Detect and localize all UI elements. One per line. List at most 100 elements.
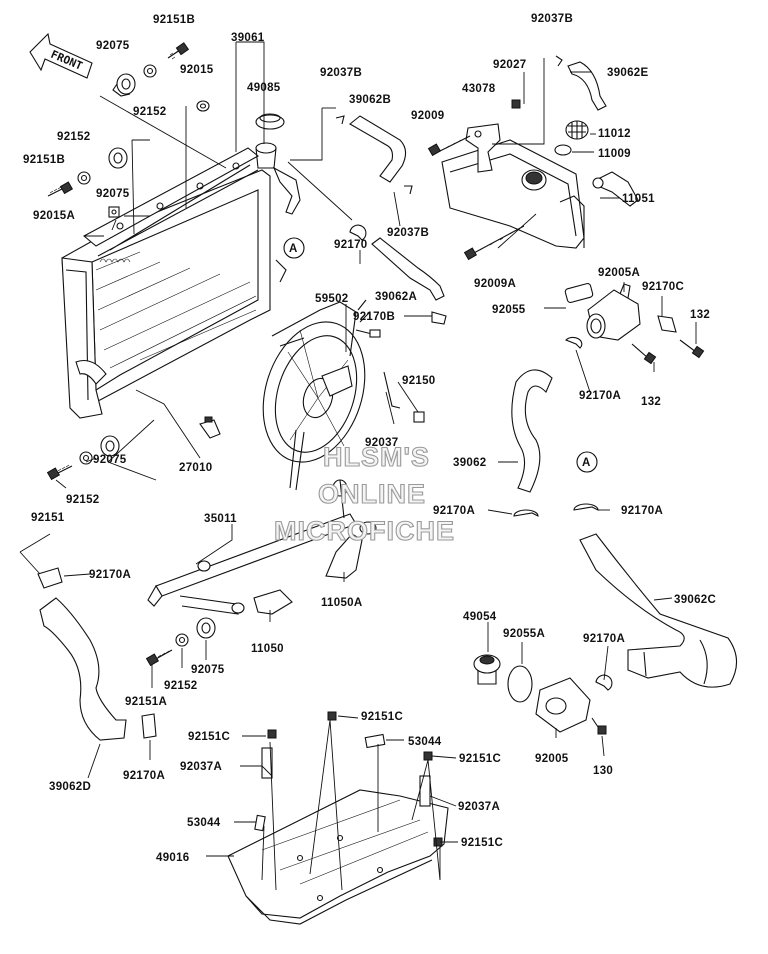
reservoir-tank-icon <box>441 123 585 249</box>
part-label: 92037B <box>531 13 573 25</box>
part-label: 92075 <box>96 188 130 200</box>
part-label: 92170A <box>621 505 663 517</box>
part-label: 39062C <box>674 594 716 606</box>
part-label: 39062B <box>349 94 391 106</box>
part-label: 92151C <box>461 837 503 849</box>
grommet-icon <box>196 617 216 639</box>
collar-icon <box>143 64 157 78</box>
bolt-icon <box>47 181 74 197</box>
part-label: 49085 <box>247 82 281 94</box>
grommet-icon <box>100 435 120 457</box>
hose-icon <box>39 597 127 741</box>
bolt-icon <box>463 225 525 261</box>
part-label: 35011 <box>204 513 237 525</box>
part-label: 11051 <box>622 193 655 205</box>
watermark-line: HLSM'S <box>323 442 430 472</box>
part-label: 92151B <box>23 154 65 166</box>
part-label: 39062A <box>375 291 417 303</box>
part-label: 92037B <box>387 227 429 239</box>
part-label: 11050A <box>321 597 362 609</box>
part-label: 92170 <box>334 239 367 251</box>
part-label: 92037 <box>365 437 398 449</box>
part-label: 92075 <box>191 664 225 676</box>
thermostat-icon <box>473 654 501 685</box>
part-label: 27010 <box>179 462 212 474</box>
hose-icon <box>567 61 607 111</box>
part-label: 92037A <box>458 801 500 813</box>
grommet-icon <box>108 147 128 169</box>
part-label: 92075 <box>93 454 127 466</box>
part-label: 53044 <box>408 736 442 748</box>
part-label: 92075 <box>96 40 130 52</box>
part-label: 92151 <box>31 512 65 524</box>
leader-lines <box>55 41 697 891</box>
part-label: 92015A <box>33 210 75 222</box>
hose-icon <box>371 237 445 301</box>
watermark: HLSM'S ONLINE MICROFICHE <box>273 441 454 546</box>
part-label: 49016 <box>156 852 189 864</box>
bolt-icon <box>631 343 657 365</box>
part-label: 11050 <box>251 643 284 655</box>
gasket-icon <box>564 282 594 304</box>
part-label: 92170A <box>123 770 165 782</box>
part-label: 92151A <box>125 696 167 708</box>
watermark-line: ONLINE <box>318 479 426 509</box>
part-label: 39062 <box>453 457 486 469</box>
part-labels: 92151B 39061 92075 92015 49085 92152 920… <box>23 13 716 864</box>
part-label: 92037B <box>320 67 362 79</box>
part-label: 92170A <box>89 569 131 581</box>
reservoir-cap-icon <box>565 120 589 140</box>
nut-icon <box>511 99 521 109</box>
ref-marker-icon <box>283 237 305 259</box>
ref-marker-label: A <box>582 457 591 469</box>
ref-marker-icon <box>576 451 598 473</box>
part-label: 59502 <box>315 293 348 305</box>
gasket-icon <box>554 144 572 156</box>
part-label: 92037A <box>180 761 222 773</box>
bracket-icon <box>325 533 363 579</box>
collar-icon <box>175 633 189 647</box>
part-label: 92151C <box>188 731 230 743</box>
part-label: 92055A <box>503 628 545 640</box>
part-label: 92005 <box>535 753 569 765</box>
part-label: 132 <box>690 309 710 321</box>
part-label: 92170C <box>642 281 684 293</box>
fan-icon <box>262 299 371 491</box>
part-label: 92151C <box>459 753 501 765</box>
part-label: 92027 <box>493 59 526 71</box>
part-label: 53044 <box>187 817 221 829</box>
part-label: 11009 <box>598 148 631 160</box>
part-label: 92151B <box>153 14 195 26</box>
collar-icon <box>77 171 91 185</box>
guard-icon <box>227 789 449 925</box>
thermostat-housing-icon <box>535 677 591 733</box>
grommet-icon <box>112 73 136 97</box>
part-label: 92009A <box>474 278 516 290</box>
part-label: 11012 <box>598 128 631 140</box>
radiator-cap-icon <box>255 113 285 130</box>
bolt-icon <box>679 339 705 359</box>
hose-icon <box>579 533 738 688</box>
bolt-icon <box>167 42 190 60</box>
bolt-icon <box>145 649 173 667</box>
bolt-icon <box>427 135 471 157</box>
part-label: 92152 <box>133 106 166 118</box>
part-label: 92151C <box>361 711 403 723</box>
part-label: 49054 <box>463 611 497 623</box>
front-arrow-icon: FRONT <box>29 32 93 79</box>
o-ring-icon <box>507 665 533 703</box>
radiator-icon <box>61 142 301 439</box>
part-label: 92170B <box>353 311 395 323</box>
part-label: 92005A <box>598 267 640 279</box>
part-label: 92015 <box>180 64 214 76</box>
part-label: 92152 <box>66 494 99 506</box>
part-label: 92152 <box>164 680 197 692</box>
part-label: 92152 <box>57 131 90 143</box>
part-label: 39061 <box>231 32 265 44</box>
bracket-icon <box>253 589 293 615</box>
bolt-icon <box>591 717 607 735</box>
part-label: 39062D <box>49 781 91 793</box>
part-label: 92150 <box>402 375 435 387</box>
part-label: 39062E <box>607 67 648 79</box>
